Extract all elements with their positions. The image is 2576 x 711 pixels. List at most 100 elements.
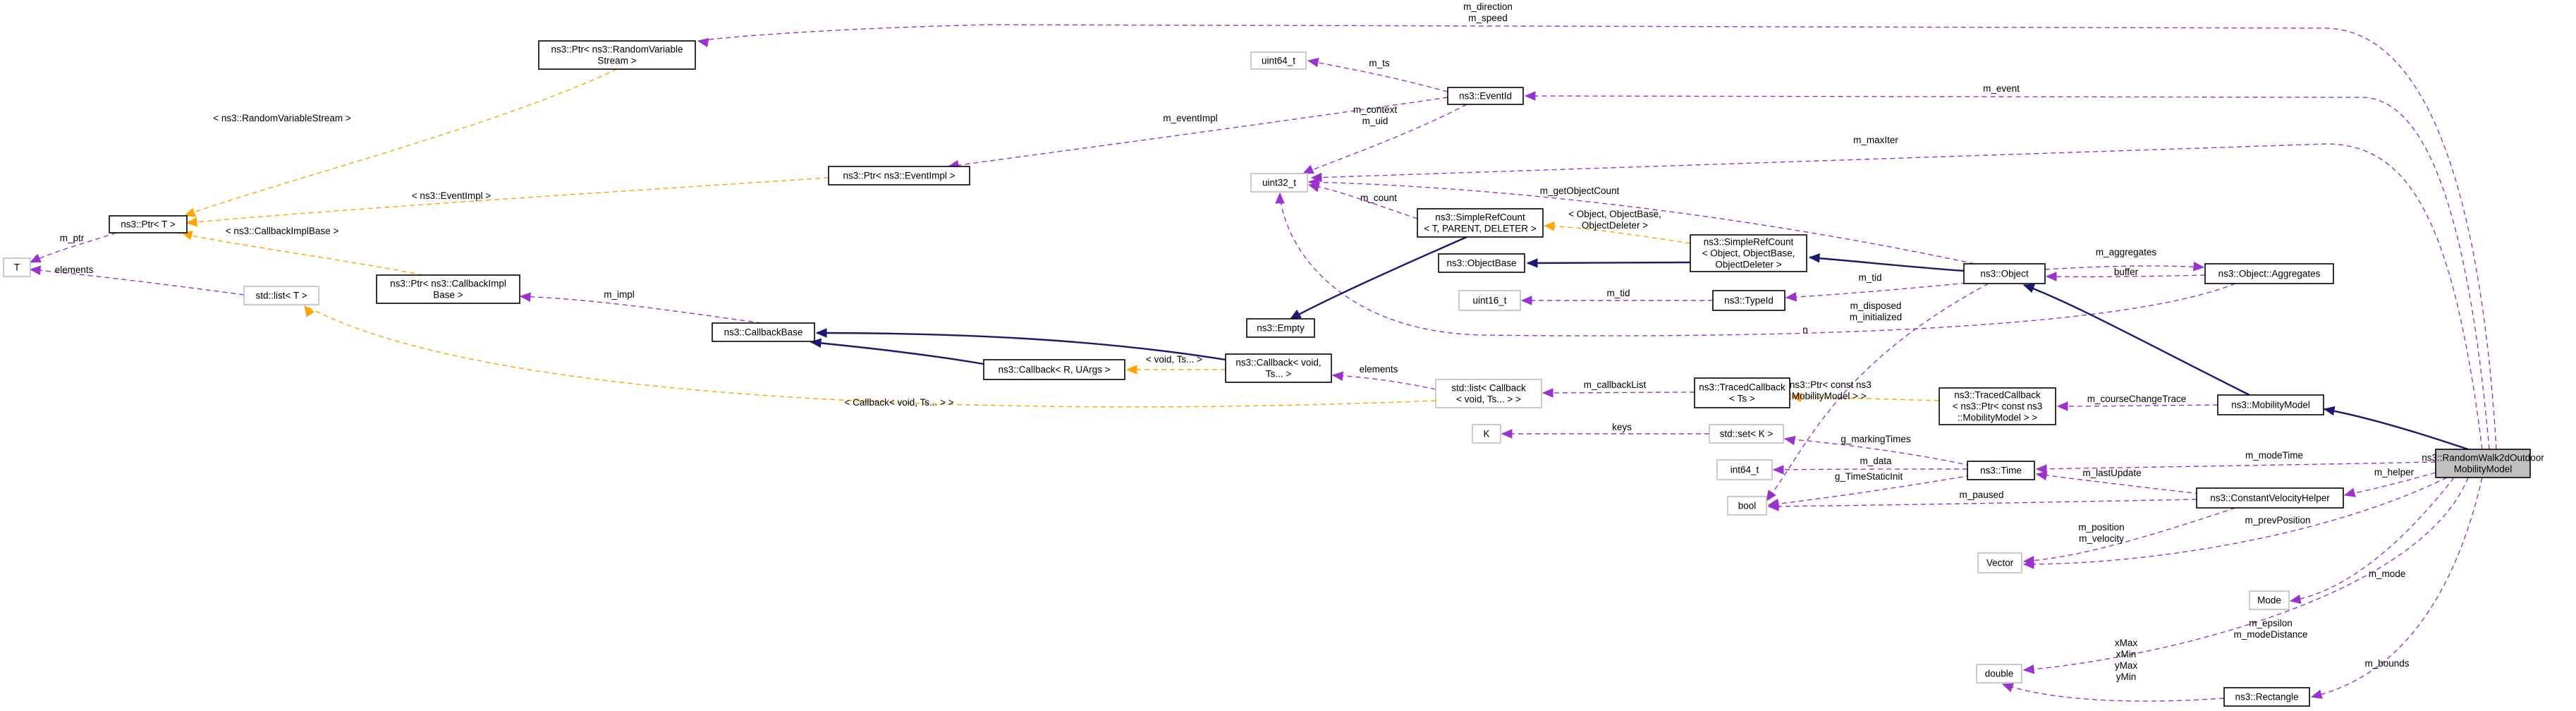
- node-label: ns3::Ptr< ns3::EventImpl >: [843, 170, 955, 181]
- node-objectbase[interactable]: ns3::ObjectBase: [1438, 253, 1525, 273]
- node-label: ns3::TypeId: [1724, 295, 1774, 305]
- node-label: int64_t: [1730, 464, 1759, 475]
- node-double[interactable]: double: [1976, 664, 2022, 683]
- edge-arrowhead: [1289, 309, 1302, 320]
- node-ptr_t[interactable]: ns3::Ptr< T >: [109, 215, 188, 233]
- node-typeid[interactable]: ns3::TypeId: [1712, 290, 1786, 311]
- edge-object-typeid: m_tid: [1785, 272, 1975, 302]
- edge-label: m_data: [1860, 456, 1892, 466]
- node-tracedcb_mm[interactable]: ns3::TracedCallback< ns3::Ptr< const ns3…: [1939, 387, 2056, 425]
- node-label: ns3::Time: [1980, 465, 2022, 475]
- edge-arrowhead: [1543, 221, 1555, 231]
- node-box: [1246, 318, 1315, 338]
- node-label: ns3::SimpleRefCount: [1704, 236, 1794, 247]
- node-eventid[interactable]: ns3::EventId: [1447, 87, 1524, 105]
- node-ptr_cbimpl[interactable]: ns3::Ptr< ns3::CallbackImplBase >: [376, 274, 520, 304]
- edge-label: m_epsilon: [2249, 618, 2293, 628]
- node-cvhelper[interactable]: ns3::ConstantVelocityHelper: [2196, 487, 2344, 509]
- node-stdlist_t[interactable]: std::list< T >: [243, 286, 319, 305]
- node-label: Ts... >: [1266, 368, 1292, 379]
- edge-label: m_getObjectCount: [1540, 186, 1620, 196]
- node-box: [1690, 234, 1807, 272]
- edge-src1-empty: [1289, 236, 1467, 320]
- node-callback_r[interactable]: ns3::Callback< R, UArgs >: [983, 359, 1125, 380]
- node-box: [538, 40, 696, 70]
- edge-line: [2023, 507, 2236, 562]
- node-vector[interactable]: Vector: [1977, 552, 2022, 573]
- node-bool[interactable]: bool: [1727, 496, 1767, 516]
- node-box: [1727, 496, 1767, 516]
- node-stdset[interactable]: std::set< K >: [1709, 424, 1784, 444]
- edge-label: m_paused: [1959, 490, 2003, 500]
- node-simplerefcount2[interactable]: ns3::SimpleRefCount< Object, ObjectBase,…: [1690, 234, 1807, 272]
- edge-arrowhead: [1524, 91, 1536, 101]
- edge-time-stdset: g_markingTimes: [1783, 434, 1972, 466]
- edge-src2-src1: < Object, ObjectBase,ObjectDeleter >: [1543, 209, 1691, 244]
- edge-arrowhead: [2289, 594, 2302, 604]
- node-label: ::MobilityModel > >: [1958, 412, 2037, 423]
- node-mode[interactable]: Mode: [2249, 590, 2290, 610]
- edge-line: [2002, 683, 2225, 702]
- edge-label: m_position: [2078, 522, 2124, 533]
- node-uint64[interactable]: uint64_t: [1250, 51, 1307, 70]
- node-callback_void[interactable]: ns3::Callback< void,Ts... >: [1225, 353, 1332, 383]
- edge-arrowhead: [1542, 388, 1553, 398]
- edge-label: < ns3::RandomVariableStream >: [213, 113, 351, 123]
- edge-typeid-uint16: m_tid: [1520, 288, 1713, 305]
- edge-main-rectangle: m_bounds: [2310, 477, 2483, 699]
- edge-label: m_direction: [1463, 1, 1513, 12]
- node-object[interactable]: ns3::Object: [1963, 263, 2046, 284]
- edge-mobility-tracedmm: m_courseChangeTrace: [2056, 394, 2218, 411]
- node-stdlist_cb[interactable]: std::list< Callback< void, Ts... > >: [1435, 379, 1542, 408]
- node-box: [2196, 487, 2344, 509]
- edge-arrowhead: [2022, 664, 2035, 674]
- edge-arrowhead: [29, 253, 42, 263]
- edge-line: [1308, 181, 1975, 265]
- edge-label: m_callbackList: [1584, 379, 1647, 390]
- node-box: [1712, 290, 1786, 311]
- node-box: [1417, 208, 1544, 238]
- node-uint16[interactable]: uint16_t: [1458, 290, 1521, 311]
- edge-callbackvoid-callbackr: < void, Ts... >: [1125, 354, 1226, 375]
- edge-label: m_aggregates: [2096, 247, 2157, 257]
- edge-label: buffer: [2114, 267, 2139, 277]
- edge-line: [1790, 396, 1940, 401]
- node-box: [1225, 353, 1332, 383]
- node-k[interactable]: K: [1472, 424, 1501, 444]
- node-tracedcb_ts[interactable]: ns3::TracedCallback< Ts >: [1694, 377, 1790, 408]
- node-int64[interactable]: int64_t: [1716, 459, 1773, 480]
- node-rectangle[interactable]: ns3::Rectangle: [2223, 687, 2310, 707]
- node-label: ns3::Ptr< ns3::RandomVariable: [551, 44, 683, 54]
- edge-label: m_helper: [2374, 467, 2415, 478]
- edge-line: [1809, 256, 1965, 272]
- node-t[interactable]: T: [3, 257, 31, 277]
- node-label: uint64_t: [1262, 55, 1295, 66]
- node-aggregates[interactable]: ns3::Object::Aggregates: [2204, 263, 2334, 284]
- node-label: ns3::Callback< R, UArgs >: [998, 364, 1110, 375]
- node-label: ns3::EventId: [1459, 90, 1512, 101]
- node-label: std::list< Callback: [1451, 382, 1526, 393]
- node-simplerefcount1[interactable]: ns3::SimpleRefCount< T, PARENT, DELETER …: [1417, 208, 1544, 238]
- node-callbackbase[interactable]: ns3::CallbackBase: [712, 322, 815, 342]
- node-time[interactable]: ns3::Time: [1967, 461, 2035, 480]
- edge-object-aggregates: m_aggregates: [2044, 247, 2205, 272]
- node-box: [1976, 664, 2022, 683]
- edge-line: [2036, 473, 2201, 494]
- node-mobilitymodel[interactable]: ns3::MobilityModel: [2217, 394, 2324, 415]
- edge-line: [2023, 477, 2469, 671]
- edge-line: [1544, 225, 1691, 244]
- node-uint32[interactable]: uint32_t: [1250, 173, 1308, 193]
- edge-stdlistt-t: elements: [29, 265, 245, 296]
- edge-eventid-uint64: m_ts: [1307, 57, 1448, 92]
- node-ptr_eventimpl[interactable]: ns3::Ptr< ns3::EventImpl >: [828, 166, 970, 186]
- node-box: [1458, 290, 1521, 311]
- edge-line: [1766, 283, 1989, 502]
- node-empty[interactable]: ns3::Empty: [1246, 318, 1315, 338]
- node-ptr_rvs[interactable]: ns3::Ptr< ns3::RandomVariableStream >: [538, 40, 696, 70]
- edge-label: < ns3::EventImpl >: [412, 190, 492, 201]
- edge-src2-objectbase: [1526, 258, 1691, 268]
- node-box: [3, 257, 31, 277]
- edge-callbackr-cbb: [810, 338, 984, 365]
